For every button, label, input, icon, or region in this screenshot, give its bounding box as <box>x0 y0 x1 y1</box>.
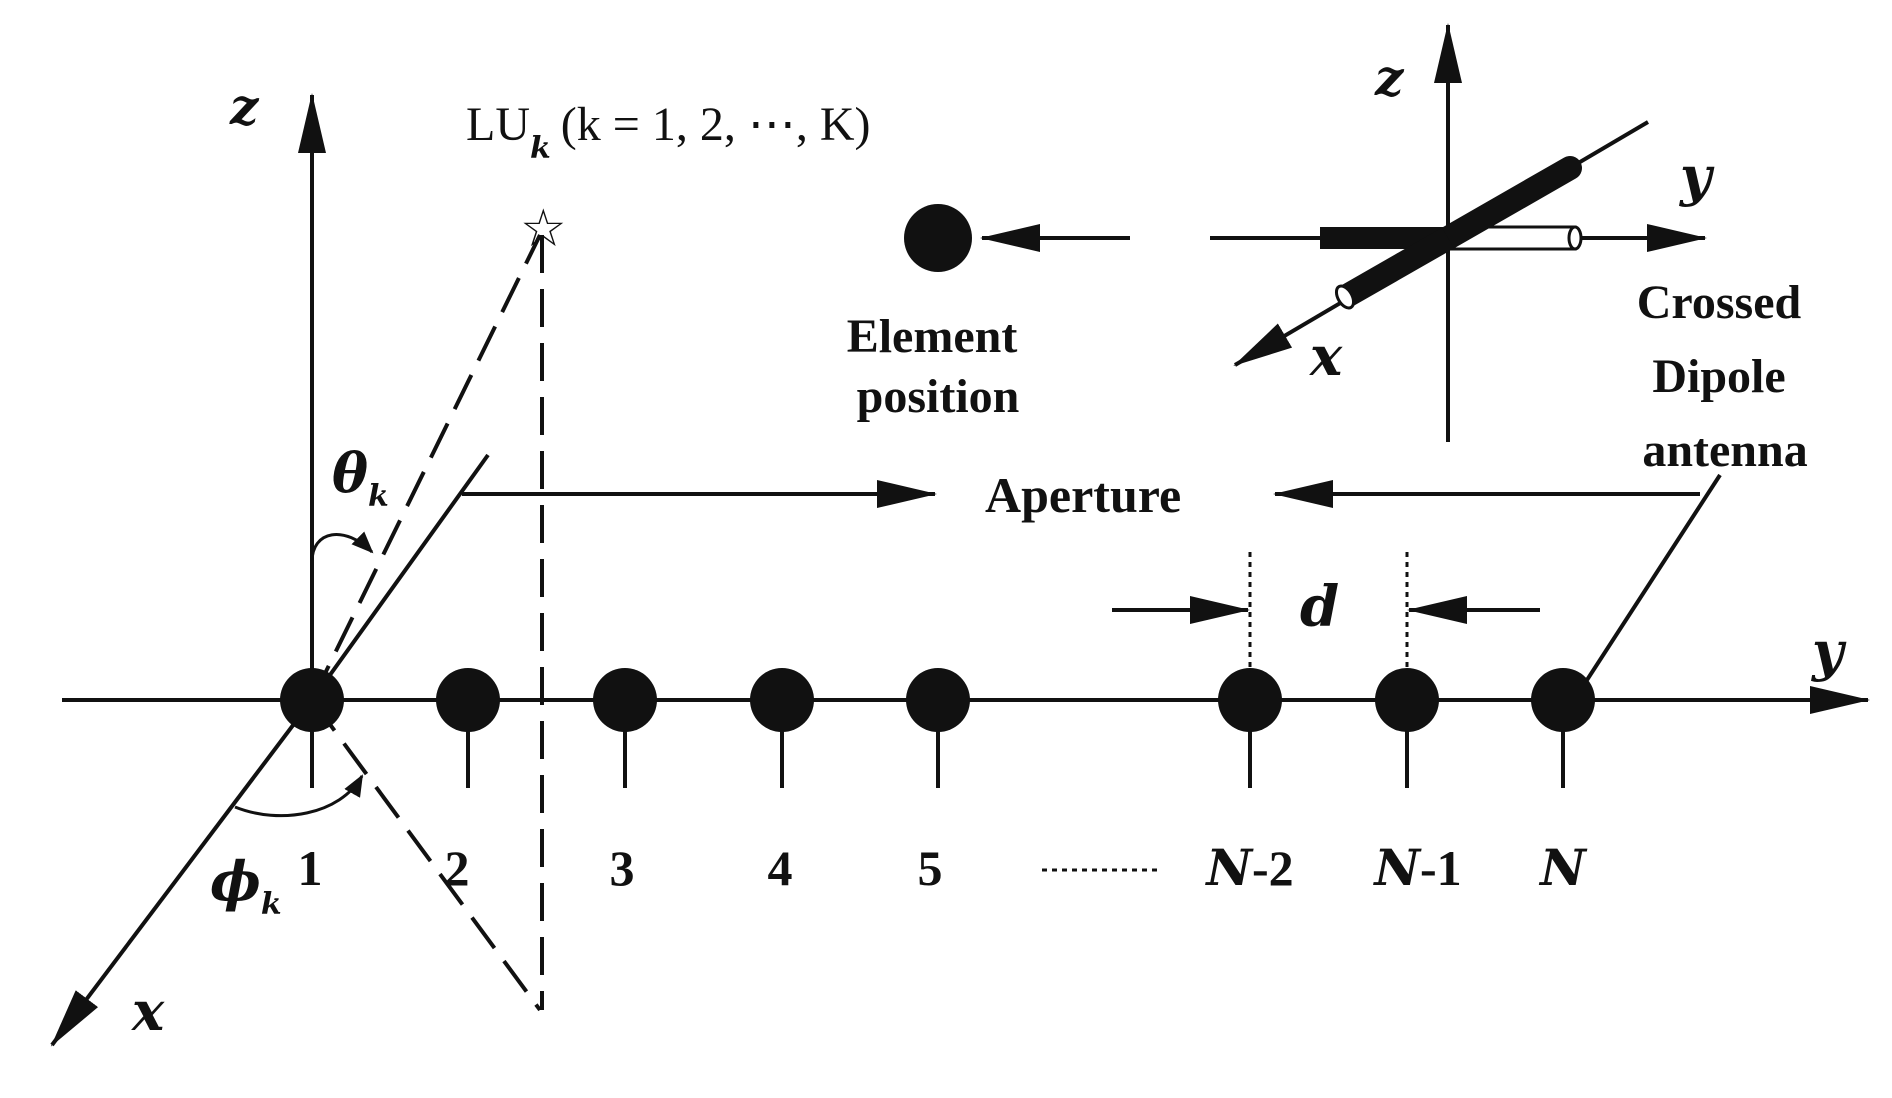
element-label: N <box>1538 838 1588 897</box>
array-element <box>436 668 500 788</box>
user-direction-line <box>310 234 542 701</box>
element-label: N-1 <box>1372 838 1461 897</box>
user-label-range: (k = 1, 2, ⋯, K) <box>561 98 871 151</box>
aperture-outline <box>310 453 1722 702</box>
aperture-label: Aperture <box>985 467 1181 523</box>
theta-arc <box>310 531 374 563</box>
inset-z-label: z <box>1374 48 1405 107</box>
array-element <box>1218 668 1282 788</box>
array-element <box>906 668 970 788</box>
element-position-label: Element position <box>847 310 1030 423</box>
element-label: 4 <box>768 840 793 896</box>
inset-y-label: y <box>1679 144 1715 208</box>
array-element <box>750 668 814 788</box>
main-z-label: z <box>229 77 260 136</box>
theta-label: θk <box>332 441 389 514</box>
array-element <box>1531 668 1595 788</box>
user-projection <box>310 234 544 1012</box>
inset-x-label: x <box>1309 324 1343 388</box>
main-x-label: x <box>131 979 165 1043</box>
user-ground-projection <box>310 698 542 1012</box>
user-label: LUk (k = 1, 2, ⋯, K) <box>466 98 870 166</box>
main-y-label: y <box>1811 619 1847 683</box>
dipole-x-back <box>1436 156 1582 250</box>
phi-arc <box>234 774 364 818</box>
element-label: 2 <box>445 840 470 896</box>
array-element <box>280 668 344 788</box>
element-labels: 1 2 3 4 5 N-2 N-1 N <box>298 838 1589 897</box>
spacing-indicator <box>1112 552 1540 668</box>
element-position-dot <box>904 204 972 272</box>
element-label: 3 <box>610 840 635 896</box>
array-element <box>593 668 657 788</box>
user-star-icon: ☆ <box>520 199 567 259</box>
dipole-x-front <box>1339 227 1454 308</box>
user-label-subscript: k <box>530 131 551 166</box>
element-label: N-2 <box>1204 838 1293 897</box>
element-label: 1 <box>298 840 323 896</box>
phi-label: ϕk <box>210 849 282 922</box>
main-x-axis <box>50 698 314 1047</box>
dipole-y-left <box>1320 227 1445 249</box>
element-label: 5 <box>918 840 943 896</box>
array-element <box>1375 668 1439 788</box>
user-label-base: LU <box>466 98 530 151</box>
crossed-dipole-inset <box>1210 23 1707 442</box>
svg-text:LUk(k = 1, 2, ⋯, K): LUk (k = 1, 2, ⋯, K) <box>466 98 870 166</box>
crossed-dipole-label: Crossed Dipole antenna <box>1637 276 1813 477</box>
spacing-label: d <box>1300 574 1339 640</box>
array-elements <box>280 668 1595 788</box>
